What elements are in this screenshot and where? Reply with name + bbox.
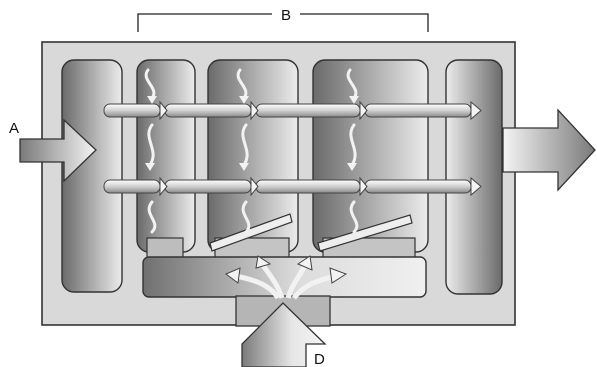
inlet-arrow-a xyxy=(19,118,97,183)
label-d: D xyxy=(314,351,325,367)
flow-tubes-lower xyxy=(103,176,482,197)
outlet-chamber xyxy=(445,59,503,295)
label-b: B xyxy=(281,7,291,24)
label-a: A xyxy=(9,120,19,137)
chamber-foot-1 xyxy=(146,237,184,259)
filter-chamber-1 xyxy=(136,59,196,253)
internal-flow-arrowheads xyxy=(145,96,359,171)
bracket-b xyxy=(137,13,429,32)
flow-tubes-upper xyxy=(103,100,482,121)
distribution-arrowheads xyxy=(225,255,348,284)
internal-flow-arrows xyxy=(144,68,359,234)
outlet-arrow xyxy=(502,108,596,192)
valve-flap-1 xyxy=(209,213,293,252)
inlet-arrow-d xyxy=(241,302,327,367)
valve-flap-2 xyxy=(317,214,413,252)
inlet-chamber xyxy=(61,59,123,293)
base-manifold xyxy=(142,256,427,298)
